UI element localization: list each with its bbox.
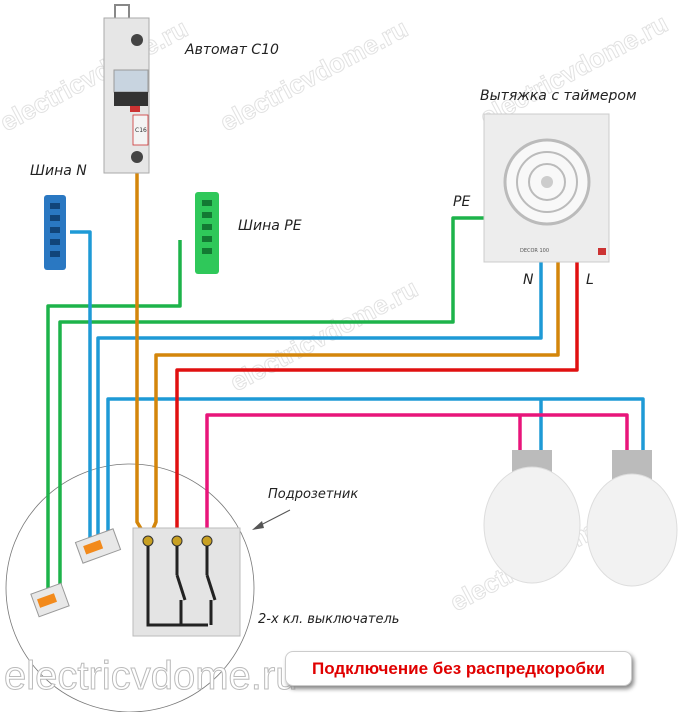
bus-n-label: Шина N [30, 163, 87, 179]
wago-connector-neutral [74, 528, 122, 564]
wire-neutral-bus [70, 230, 92, 540]
earth-bus [195, 192, 219, 274]
wire-phase-breaker [135, 172, 150, 541]
wire-phase-lamps [205, 413, 629, 540]
bus-pe-label: Шина PE [238, 218, 302, 234]
wire-phase-fan [175, 262, 579, 540]
fan-label: Вытяжка с таймером [480, 88, 637, 104]
breaker-label: Автомат С10 [185, 42, 279, 58]
watermark-main: electricvdome.ru [3, 654, 298, 699]
wire-neutral-fan [96, 262, 543, 540]
lamp-1 [483, 450, 581, 584]
junction-box-outline [5, 463, 255, 712]
breaker-marking: C16 [135, 127, 147, 134]
circuit-breaker: C16 [103, 4, 150, 174]
wago-connector-earth [30, 582, 70, 618]
arrow-head-icon [252, 521, 264, 530]
fan-marking: DECOR 100 [520, 248, 549, 254]
double-switch [132, 527, 241, 637]
wire-earth-fan [58, 216, 487, 592]
pe-label: PE [453, 194, 471, 210]
neutral-bus [44, 195, 66, 270]
wire-earth-bus [46, 240, 182, 592]
exhaust-fan: DECOR 100 [483, 113, 610, 263]
switch-label: 2-х кл. выключатель [258, 612, 400, 627]
wire-neutral-lamps [106, 397, 645, 540]
caption: Подключение без распредкоробки [285, 651, 632, 686]
lamp-2 [586, 450, 678, 587]
junction-box-label: Подрозетник [268, 487, 359, 502]
l-label: L [586, 272, 594, 288]
n-label: N [523, 272, 534, 288]
